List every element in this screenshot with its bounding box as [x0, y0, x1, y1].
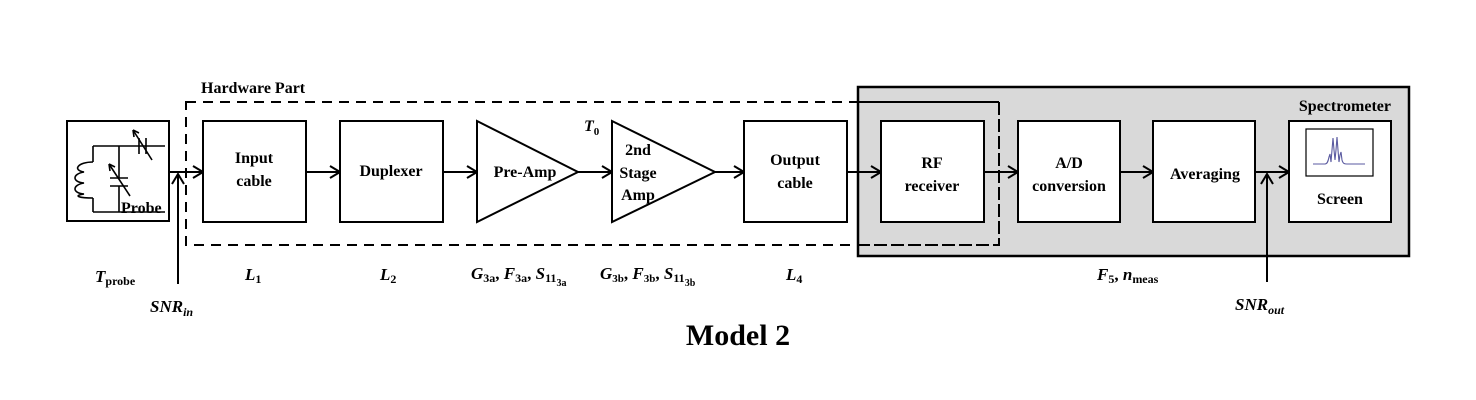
- probe-block: Probe: [66, 120, 170, 222]
- variable-capacitor-icon: [108, 129, 153, 197]
- snr-in-label: SNRin: [150, 297, 193, 319]
- rf-receiver-label-line2: receiver: [905, 178, 960, 195]
- averaging-block: Averaging: [1152, 120, 1256, 223]
- screen-label: Screen: [1317, 191, 1363, 208]
- input-cable-label-line2: cable: [236, 173, 272, 190]
- preamp-block: Pre-Amp: [476, 119, 581, 224]
- rf-receiver-block: RF receiver: [880, 120, 985, 223]
- spectrometer-label: Spectrometer: [1299, 98, 1391, 115]
- stage2-label-line1: 2nd: [625, 142, 651, 159]
- signal-arrows: [169, 172, 1289, 284]
- ad-conversion-label-line1: A/D: [1055, 155, 1083, 172]
- output-cable-block: Output cable: [743, 120, 848, 223]
- preamp-params-label: G3a, F3a, S113a: [471, 264, 566, 289]
- nmr-spectrum-icon: [1313, 136, 1365, 165]
- preamp-label: Pre-Amp: [494, 164, 557, 181]
- duplexer-label: Duplexer: [359, 163, 422, 180]
- diagram-title: Model 2: [686, 319, 790, 352]
- l2-label: L2: [379, 265, 396, 286]
- hardware-part-label: Hardware Part: [201, 80, 306, 97]
- second-stage-amp-block: 2nd Stage Amp: [611, 119, 718, 224]
- t0-label: T0: [584, 118, 600, 138]
- spectrometer-params-label: F5, nmeas: [1096, 265, 1159, 286]
- screen-block: Screen: [1288, 120, 1392, 223]
- input-cable-block: Input cable: [202, 120, 307, 223]
- output-cable-label-line1: Output: [770, 152, 820, 169]
- input-cable-label-line1: Input: [235, 150, 274, 167]
- probe-label: Probe: [121, 200, 162, 217]
- l4-label: L4: [785, 265, 802, 286]
- snr-out-label: SNRout: [1235, 295, 1285, 317]
- spectrum-display: [1305, 128, 1374, 177]
- ad-conversion-label-line2: conversion: [1032, 178, 1106, 195]
- ad-conversion-block: A/D conversion: [1017, 120, 1121, 223]
- l1-label: L1: [244, 265, 261, 286]
- rf-receiver-label-line1: RF: [921, 155, 943, 172]
- coil-icon: [74, 145, 165, 213]
- output-cable-label-line2: cable: [777, 175, 813, 192]
- stage2-label-line3: Amp: [621, 187, 655, 204]
- duplexer-block: Duplexer: [339, 120, 444, 223]
- hardware-part-boundary-overlay: [858, 102, 1000, 246]
- stage2-label-line2: Stage: [619, 165, 656, 182]
- stage2-params-label: G3b, F3b, S113b: [600, 264, 696, 289]
- t-probe-label: Tprobe: [95, 267, 136, 288]
- averaging-label: Averaging: [1170, 166, 1240, 183]
